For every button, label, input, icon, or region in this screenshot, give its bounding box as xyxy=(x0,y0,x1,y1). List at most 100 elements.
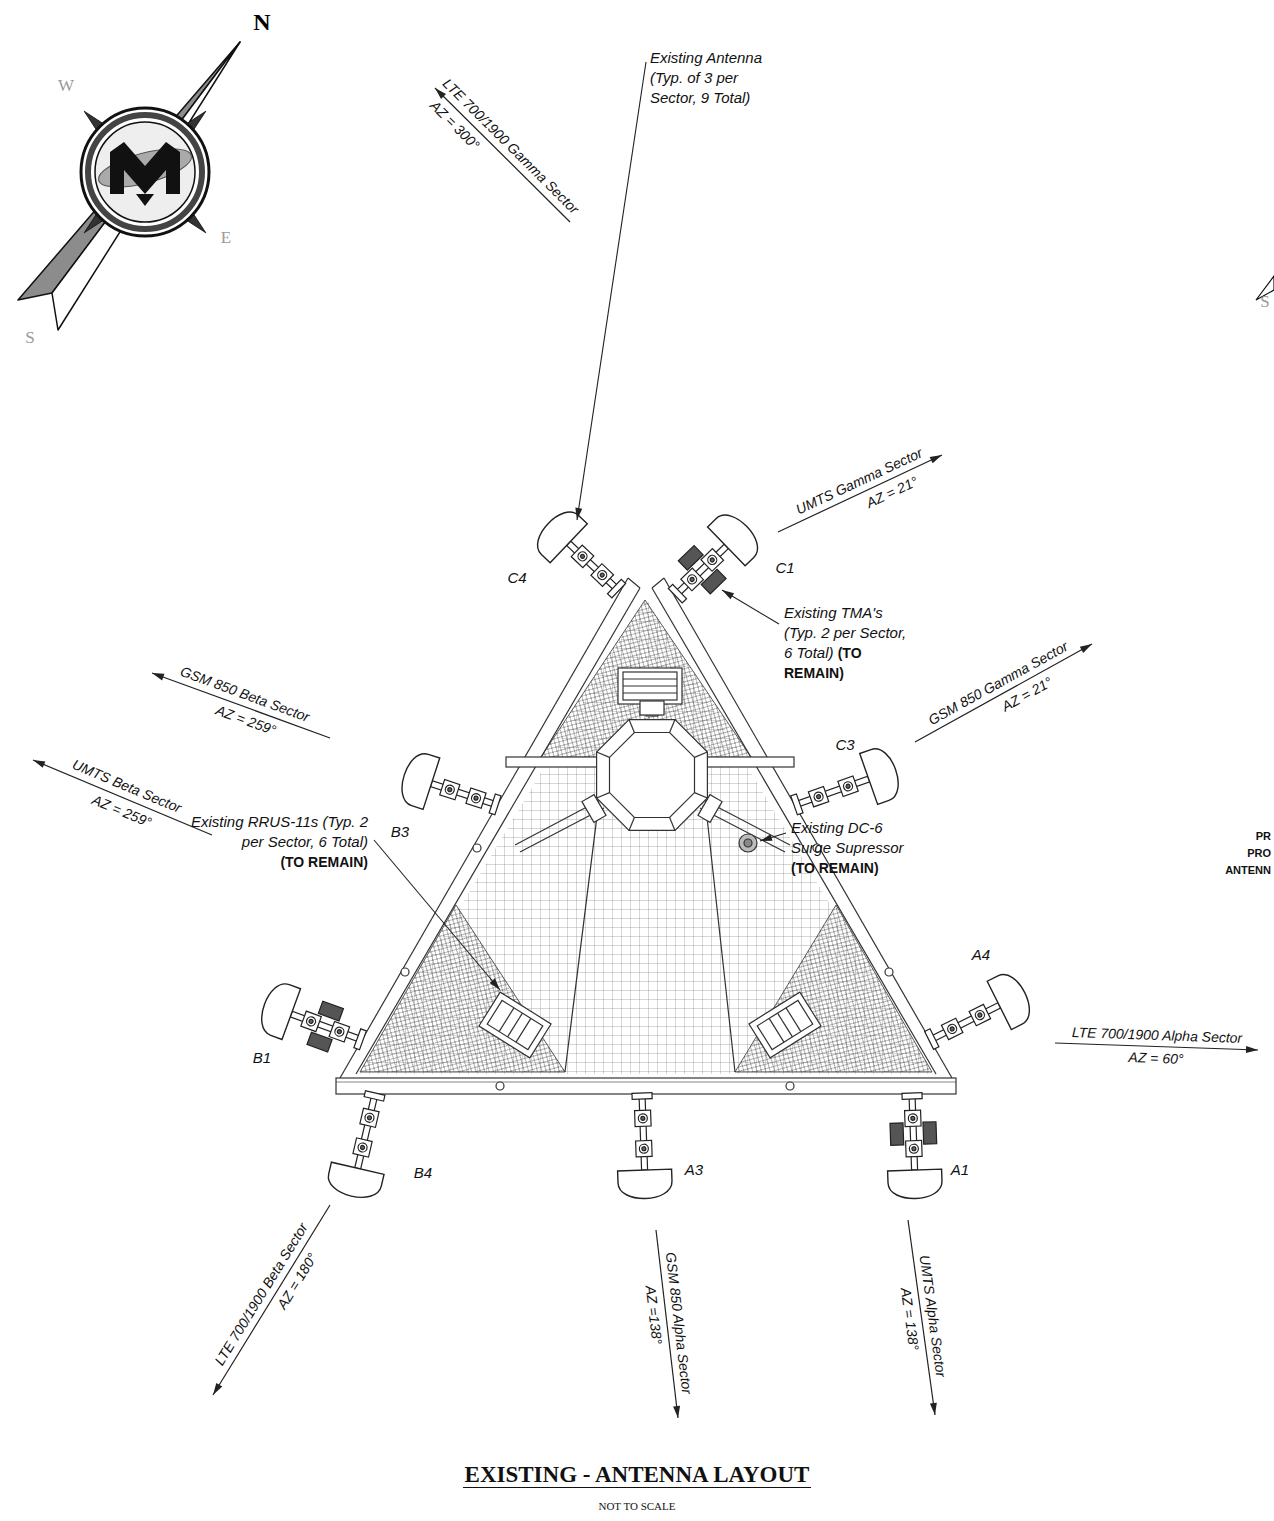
rrus-unit xyxy=(769,1018,784,1042)
pipe-clamp xyxy=(639,1144,648,1153)
antenna-platform xyxy=(340,578,628,1078)
antenna-mount xyxy=(255,979,372,1066)
leader-line xyxy=(722,590,779,624)
pipe-clamp xyxy=(905,1110,922,1127)
azimuth-line xyxy=(435,88,570,222)
mount-pipe xyxy=(639,1094,648,1170)
label-anchor: PR xyxy=(1256,826,1271,844)
antenna-platform xyxy=(401,968,409,976)
azimuth-arrow xyxy=(152,673,330,738)
callout-note: Existing DC-6 Surge Supressor(TO REMAIN) xyxy=(791,818,916,878)
pipe-clamp xyxy=(580,554,586,560)
arrowhead xyxy=(722,590,734,599)
label-anchor: AZ = 60° xyxy=(1128,1049,1184,1069)
pipe-clamp xyxy=(941,1018,962,1039)
azimuth-line xyxy=(915,644,1092,742)
drawing-title: EXISTING - ANTENNA LAYOUT xyxy=(463,1462,812,1488)
pipe-clamp xyxy=(470,793,481,804)
antenna-id: C1 xyxy=(775,559,794,576)
cut-off-note: ANTENN xyxy=(1225,864,1271,876)
pipe-clamp xyxy=(709,557,715,563)
antenna-group xyxy=(255,504,1037,1202)
pipe-clamp xyxy=(360,1145,365,1150)
pipe-clamp xyxy=(911,1116,915,1120)
monopole-collar xyxy=(629,818,634,831)
monopole-collar xyxy=(597,720,708,831)
pipe-clamp xyxy=(969,1004,990,1025)
antenna-platform xyxy=(473,844,481,852)
azimuth-value: AZ = 60° xyxy=(1128,1050,1184,1068)
rrus-unit xyxy=(516,1018,531,1042)
panel-antenna xyxy=(860,744,905,804)
pipe-clamp xyxy=(642,1147,646,1151)
mount-plate xyxy=(902,1093,922,1100)
title-block: EXISTING - ANTENNA LAYOUT xyxy=(0,1462,1274,1488)
pipe-clamp xyxy=(444,784,455,795)
compass-rose xyxy=(136,194,154,206)
compass-rose xyxy=(81,108,210,237)
mount-pipe xyxy=(909,1094,918,1170)
arrowhead xyxy=(673,1406,680,1418)
mount-plate xyxy=(632,1093,652,1100)
compass-letter: W xyxy=(58,76,74,95)
panel-antenna xyxy=(529,504,587,563)
label-anchor: B3 xyxy=(391,823,409,841)
mount-plate xyxy=(607,579,625,598)
north-arrow xyxy=(18,42,240,330)
azimuth-line xyxy=(778,455,942,532)
mount-plate xyxy=(489,794,501,815)
pipe-clamp xyxy=(909,1144,918,1153)
panel-antenna xyxy=(618,1169,673,1199)
pipe-clamp xyxy=(908,1114,917,1123)
pipe-clamp xyxy=(466,788,486,808)
pipe-clamp xyxy=(305,1016,317,1028)
monopole-collar xyxy=(618,668,682,704)
pipe-clamp xyxy=(838,776,858,796)
mount-pipe xyxy=(355,1093,378,1169)
arrowhead xyxy=(1246,1046,1258,1053)
rrus-unit xyxy=(479,992,821,1058)
rrus-unit xyxy=(778,1013,793,1037)
pipe-clamp xyxy=(301,1011,322,1032)
antenna-platform xyxy=(628,578,640,588)
rrus-unit xyxy=(499,1008,514,1032)
sector-name: LTE 700/1900 Alpha Sector xyxy=(1071,1024,1242,1046)
antenna-mount xyxy=(529,504,637,610)
compass-rose xyxy=(81,108,210,237)
label-anchor: GSM 850 Alpha Sector xyxy=(662,1251,696,1395)
azimuth-arrows xyxy=(33,88,1258,1418)
tma-unit xyxy=(923,1122,937,1144)
panel-antenna xyxy=(888,1169,943,1199)
rrus-unit xyxy=(487,1000,543,1049)
leader-line xyxy=(374,840,500,990)
scale-note: NOT TO SCALE xyxy=(598,1500,675,1512)
label-anchor: B1 xyxy=(253,1049,271,1067)
compass-rose xyxy=(95,141,195,195)
pipe-clamp xyxy=(334,1026,346,1038)
label-anchor: LTE 700/1900 Alpha Sector xyxy=(1071,1023,1242,1047)
label-anchor: AZ =138° xyxy=(642,1285,667,1346)
pipe-clamp xyxy=(337,1029,342,1034)
pipe-clamp xyxy=(636,1140,653,1157)
north-arrow xyxy=(52,42,240,330)
label-anchor: C1 xyxy=(775,559,794,577)
label-anchor: PRO xyxy=(1247,843,1271,861)
label-anchor: ANTENN xyxy=(1225,860,1271,878)
leader-line xyxy=(760,833,786,841)
antenna-platform xyxy=(885,968,893,976)
antenna-platform xyxy=(735,905,932,1072)
mount-plate xyxy=(791,794,803,815)
antenna-id: B1 xyxy=(253,1049,271,1066)
antenna-platform xyxy=(652,578,664,588)
antenna-mount xyxy=(396,749,506,831)
label-anchor: A1 xyxy=(951,1161,969,1179)
tma-unit xyxy=(890,1123,904,1145)
antenna-platform xyxy=(401,844,893,1090)
pipe-clamp xyxy=(447,787,452,792)
antenna-platform xyxy=(496,1082,504,1090)
monopole-collar xyxy=(670,818,675,831)
pipe-clamp xyxy=(357,1142,368,1153)
compass-letter: N xyxy=(253,9,270,35)
antenna-platform xyxy=(565,808,598,1072)
antenna-id: A3 xyxy=(685,1161,703,1178)
